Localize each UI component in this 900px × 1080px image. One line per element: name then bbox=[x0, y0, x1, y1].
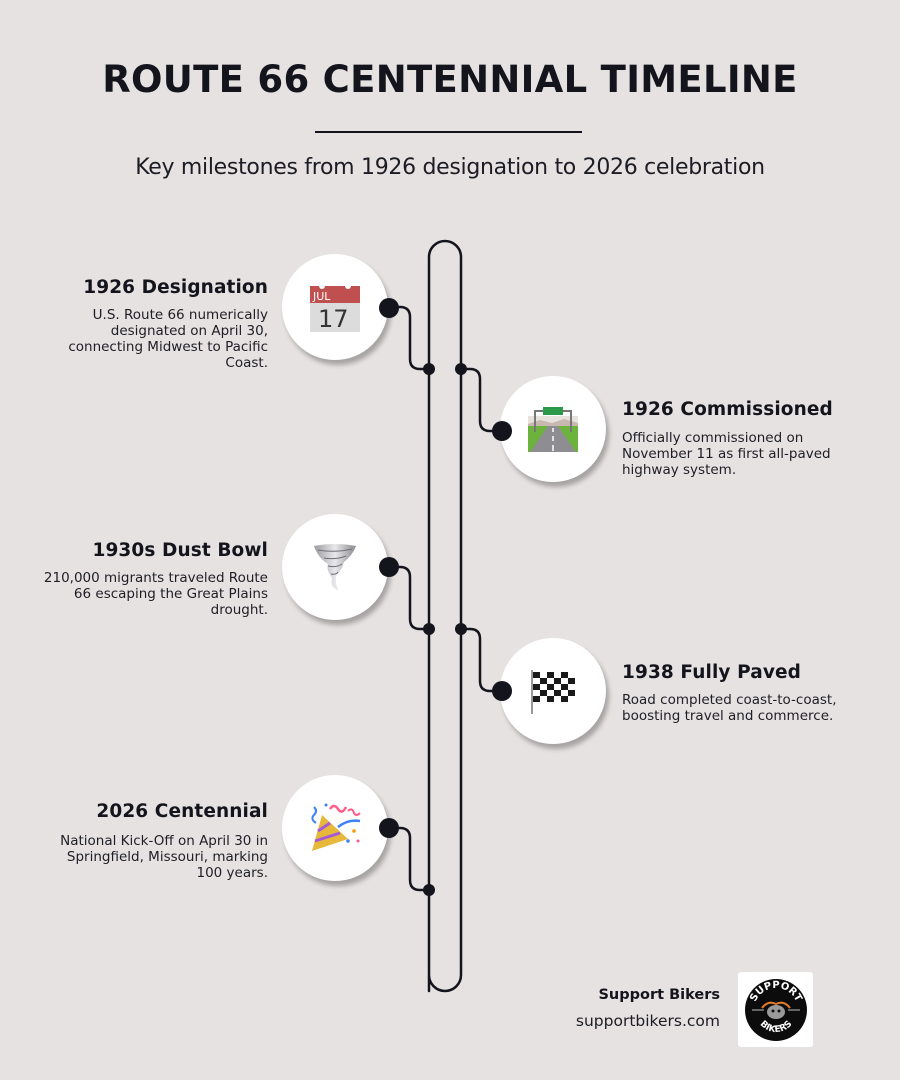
brand-name: Support Bikers bbox=[598, 987, 720, 1003]
highway-icon bbox=[526, 402, 580, 456]
event-title: 1926 Commissioned bbox=[622, 399, 833, 420]
event-node-dot bbox=[492, 421, 512, 441]
event-title: 1930s Dust Bowl bbox=[92, 540, 268, 561]
junction-dot bbox=[423, 884, 435, 896]
page-subtitle: Key milestones from 1926 designation to … bbox=[135, 155, 765, 180]
event-title: 1926 Designation bbox=[83, 277, 268, 298]
svg-text:BIKERS: BIKERS bbox=[757, 1019, 793, 1035]
event-title: 2026 Centennial bbox=[96, 801, 268, 822]
event-description: U.S. Route 66 numerically designated on … bbox=[68, 307, 268, 371]
event-description: Road completed coast-to-coast, boosting … bbox=[622, 692, 837, 724]
event-node-dot bbox=[379, 298, 399, 318]
event-icon-circle bbox=[500, 638, 606, 744]
tornado-icon bbox=[308, 540, 362, 594]
svg-text:17: 17 bbox=[318, 305, 349, 333]
support-bikers-logo-icon: SUPPORT BIKERS bbox=[744, 978, 807, 1041]
event-description: National Kick-Off on April 30 in Springf… bbox=[60, 833, 268, 881]
event-title: 1938 Fully Paved bbox=[622, 662, 801, 683]
junction-dot bbox=[455, 363, 467, 375]
event-description: 210,000 migrants traveled Route 66 escap… bbox=[43, 570, 268, 618]
junction-dot bbox=[423, 363, 435, 375]
brand-logo: SUPPORT BIKERS bbox=[738, 972, 813, 1047]
event-icon-circle bbox=[282, 514, 388, 620]
event-icon-circle bbox=[282, 775, 388, 881]
event-icon-circle bbox=[500, 376, 606, 482]
party-popper-icon bbox=[308, 801, 362, 855]
junction-dot bbox=[423, 623, 435, 635]
calendar-icon: JUL 17 bbox=[308, 280, 362, 334]
event-node-dot bbox=[492, 681, 512, 701]
calendar-month: JUL bbox=[312, 290, 331, 303]
event-node-dot bbox=[379, 557, 399, 577]
page-title: ROUTE 66 CENTENNIAL TIMELINE bbox=[102, 58, 798, 101]
event-node-dot bbox=[379, 818, 399, 838]
title-divider bbox=[315, 131, 582, 133]
checkered-flag-icon bbox=[526, 664, 580, 718]
brand-url[interactable]: supportbikers.com bbox=[575, 1012, 720, 1030]
event-description: Officially commissioned on November 11 a… bbox=[622, 430, 831, 478]
junction-dot bbox=[455, 623, 467, 635]
event-icon-circle: JUL 17 bbox=[282, 254, 388, 360]
